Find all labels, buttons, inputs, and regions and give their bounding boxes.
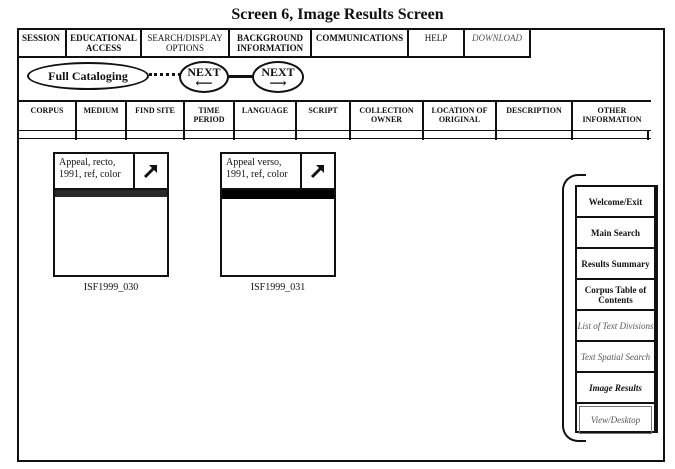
sidebar-bracket: [562, 174, 586, 442]
thumbnail-image[interactable]: [222, 199, 334, 277]
image-result-caption: ISF1999_031: [250, 282, 306, 293]
sidebar-item-text-spatial-search[interactable]: Text Spatial Search: [577, 342, 654, 373]
next-back-label: NEXT: [187, 64, 221, 79]
sidebar-nav: Welcome/Exit Main Search Results Summary…: [575, 185, 658, 434]
image-result-label: Appeal, recto, 1991, ref, color: [59, 157, 121, 180]
menu-communications[interactable]: COMMUNICATIONS: [312, 28, 409, 58]
column-description[interactable]: DESCRIPTION: [497, 102, 573, 132]
next-back-button[interactable]: NEXT ⟵: [179, 61, 229, 93]
column-corpus[interactable]: CORPUS: [19, 102, 77, 132]
column-medium[interactable]: MEDIUM: [77, 102, 127, 132]
sidebar-item-list-text-divisions[interactable]: List of Text Divisions: [577, 311, 654, 342]
arrow-right-icon: ⟶: [269, 75, 287, 90]
image-result-label: Appeal verso, 1991, ref, color: [226, 157, 288, 180]
sidebar-item-welcome-exit[interactable]: Welcome/Exit: [577, 187, 654, 218]
arrow-up-right-icon[interactable]: [300, 154, 334, 188]
menu-search-display-options[interactable]: SEARCH/DISPLAY OPTIONS: [142, 28, 230, 58]
full-cataloging-button[interactable]: Full Cataloging: [27, 62, 149, 90]
menu-background-information[interactable]: BACKGROUND INFORMATION: [230, 28, 312, 58]
menu-session[interactable]: SESSION: [17, 28, 67, 58]
next-forward-label: NEXT: [261, 64, 295, 79]
menu-bar: SESSION EDUCATIONAL ACCESS SEARCH/DISPLA…: [17, 28, 531, 58]
menu-educational-access[interactable]: EDUCATIONAL ACCESS: [67, 28, 142, 58]
sidebar-item-main-search[interactable]: Main Search: [577, 218, 654, 249]
thumbnail-bar: [55, 190, 167, 197]
image-result-card[interactable]: Appeal, recto, 1991, ref, color: [53, 152, 169, 277]
arrow-up-right-icon[interactable]: [133, 154, 167, 188]
column-location-of-original[interactable]: LOCATION OF ORIGINAL: [424, 102, 497, 132]
sidebar-item-corpus-toc[interactable]: Corpus Table of Contents: [577, 280, 654, 311]
thumbnail-image[interactable]: [55, 197, 167, 275]
column-collection-owner[interactable]: COLLECTION OWNER: [351, 102, 424, 132]
image-result-caption: ISF1999_030: [83, 282, 139, 293]
column-find-site[interactable]: FIND SITE: [127, 102, 185, 132]
sidebar-item-results-summary[interactable]: Results Summary: [577, 249, 654, 280]
column-value-row: [19, 130, 651, 140]
menu-download[interactable]: DOWNLOAD: [465, 28, 531, 58]
thumbnail-bar: [222, 190, 334, 199]
column-other-information[interactable]: OTHER INFORMATION: [582, 106, 642, 124]
arrow-left-icon: ⟵: [195, 75, 213, 90]
column-script[interactable]: SCRIPT: [297, 102, 351, 132]
screen-title: Screen 6, Image Results Screen: [231, 6, 444, 23]
sidebar-item-image-results[interactable]: Image Results: [577, 373, 654, 404]
dotted-connector: [149, 73, 181, 76]
image-result-card[interactable]: Appeal verso, 1991, ref, color: [220, 152, 336, 277]
sidebar-item-view-desktop[interactable]: View/Desktop: [579, 406, 652, 434]
window-frame: [17, 28, 665, 462]
solid-connector: [229, 75, 253, 78]
column-language[interactable]: LANGUAGE: [235, 102, 297, 132]
column-headers: CORPUS MEDIUM FIND SITE TIME PERIOD LANG…: [19, 100, 651, 132]
menu-help[interactable]: HELP: [409, 28, 465, 58]
column-time-period[interactable]: TIME PERIOD: [185, 102, 235, 132]
next-forward-button[interactable]: NEXT ⟶: [252, 61, 304, 93]
